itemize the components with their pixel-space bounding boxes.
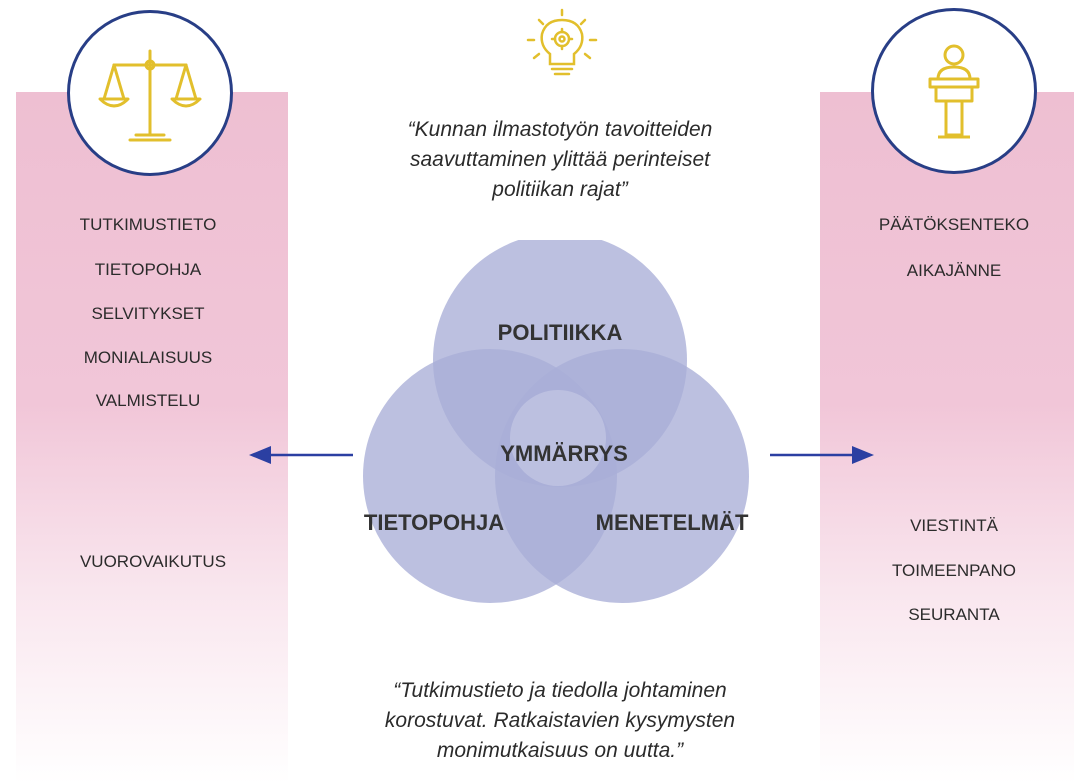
- left-item-monialaisuus: MONIALAISUUS: [83, 348, 213, 367]
- venn-label-tietopohja: TIETOPOHJA: [363, 510, 505, 535]
- quote-top-line-3: politiikan rajat”: [492, 178, 628, 201]
- venn-label-politiikka: POLITIIKKA: [497, 320, 623, 345]
- right-item-paatoksenteko: PÄÄTÖKSENTEKO: [878, 215, 1030, 234]
- quote-bottom-line-3: monimutkaisuus on uutta.”: [436, 739, 684, 762]
- left-item-tietopohja: TIETOPOHJA: [94, 260, 202, 279]
- quote-bottom-line-1: “Tutkimustieto ja tiedolla johtaminen: [393, 679, 727, 702]
- venn-diagram: [363, 240, 749, 603]
- venn-center-highlight: [510, 390, 606, 486]
- lightbulb-gear-icon: [526, 8, 598, 76]
- left-item-selvitykset: SELVITYKSET: [91, 304, 205, 323]
- speaker-podium-icon: [928, 44, 980, 139]
- venn-circle-menetelmat: [495, 349, 749, 603]
- arrow-left: [249, 446, 353, 464]
- right-item-aikajanne: AIKAJÄNNE: [906, 261, 1002, 280]
- quote-top-line-1: “Kunnan ilmastotyön tavoitteiden: [407, 118, 713, 141]
- left-panel: [16, 92, 288, 784]
- arrow-right: [770, 446, 874, 464]
- scales-of-justice-icon: [98, 49, 202, 142]
- right-item-seuranta: SEURANTA: [908, 605, 1000, 624]
- right-item-toimeenpano: TOIMEENPANO: [891, 561, 1017, 580]
- left-item-vuorovaikutus: VUOROVAIKUTUS: [79, 552, 227, 571]
- right-badge: [871, 8, 1037, 174]
- quote-bottom-line-2: korostuvat. Ratkaistavien kysymysten: [384, 709, 736, 732]
- left-item-tutkimustieto: TUTKIMUSTIETO: [79, 215, 217, 234]
- quote-bottom: “Tutkimustieto ja tiedolla johtaminen ko…: [330, 676, 790, 766]
- quote-top-line-2: saavuttaminen ylittää perinteiset: [410, 148, 710, 171]
- quote-top: “Kunnan ilmastotyön tavoitteiden saavutt…: [330, 115, 790, 205]
- left-badge: [67, 10, 233, 176]
- left-item-valmistelu: VALMISTELU: [95, 391, 201, 410]
- right-item-viestinta: VIESTINTÄ: [910, 516, 998, 535]
- venn-label-ymmarrys: YMMÄRRYS: [500, 441, 628, 466]
- right-panel: [820, 92, 1074, 784]
- venn-label-menetelmat: MENETELMÄT: [595, 510, 749, 535]
